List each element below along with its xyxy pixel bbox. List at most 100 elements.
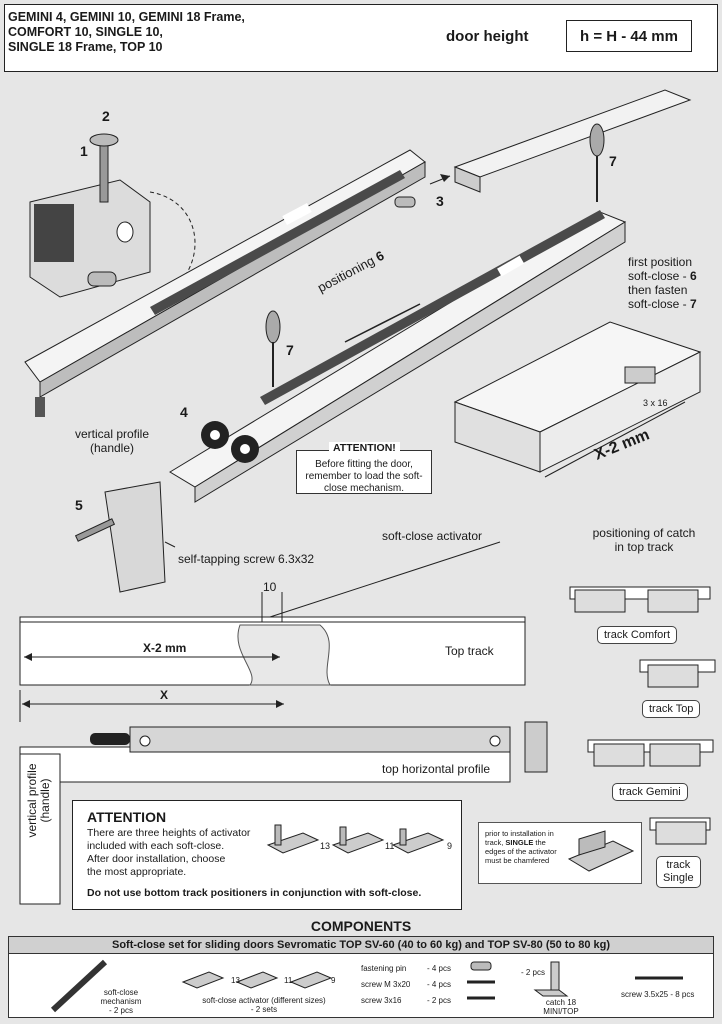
x-label: X [160, 688, 169, 702]
activator-13 [266, 824, 320, 854]
fasteners-icon [467, 961, 495, 1000]
bar-and: and [461, 939, 488, 951]
vertical-profile-text: vertical profile [74, 427, 150, 441]
screw-3x16-qty: - 2 pcs [427, 996, 452, 1005]
middle-rail-assembly [169, 210, 627, 503]
attention-box-title: ATTENTION [87, 809, 167, 825]
assembly-illustration [19, 89, 716, 905]
vertical-profile [74, 481, 166, 593]
step-7-top: 7 [609, 153, 617, 169]
activator-9 [391, 828, 445, 854]
pin-qty: - 4 pcs [427, 964, 452, 973]
vertical-profile-panel [19, 753, 61, 905]
step-5: 5 [75, 497, 83, 513]
first-position-line3: then fasten [628, 283, 688, 297]
comp-height-9: 9 [331, 976, 336, 985]
pin-label: fastening pin [361, 964, 407, 973]
components-bar: Soft-close set for sliding doors Sevroma… [8, 936, 714, 954]
activator-label-text: soft-close activator (different sizes) [202, 996, 326, 1005]
mechanism-line1: soft-close [103, 988, 139, 997]
track-single-line1: track [666, 859, 691, 871]
mechanism-label: soft-close mechanism - 2 pcs [81, 988, 161, 1015]
catch-positioning-label: positioning of catch in top track [574, 526, 714, 554]
step-1: 1 [80, 143, 88, 159]
screw-3x16-label: 3 x 16 [643, 398, 668, 408]
bar-model-80: TOP SV-80 (50 to 80 kg) [487, 939, 611, 951]
catch-diagrams [569, 586, 716, 845]
single-note-pre: prior to installation in track, [485, 829, 554, 847]
mechanism-line2: mechanism [100, 997, 142, 1006]
handle-text: (handle) [89, 441, 135, 455]
attn-height-9: 9 [447, 841, 453, 851]
vertical-profile-label: vertical profile (handle) [62, 427, 162, 455]
attention-box: ATTENTION There are three heights of act… [72, 800, 462, 910]
activator-set-icon [181, 971, 333, 989]
screwdriver-7a [589, 123, 605, 202]
door-height-formula: h = H - 44 mm [566, 20, 692, 52]
step-3: 3 [436, 193, 444, 209]
attention-note: ATTENTION! Before fitting the door, reme… [296, 442, 432, 494]
attention-note-title: ATTENTION! [329, 442, 400, 454]
top-horizontal-profile-label: top horizontal profile [382, 762, 491, 776]
single-note-post: the edges of the activator must be chamf… [485, 838, 557, 865]
top-rail [429, 89, 692, 193]
top-track-label: Top track [445, 644, 494, 658]
components-title: COMPONENTS [310, 918, 412, 934]
mechanism-line3: - 2 pcs [108, 1006, 133, 1015]
step-7-mid: 7 [286, 342, 294, 358]
mechanism-icon [50, 959, 108, 1013]
product-title: GEMINI 4, GEMINI 10, GEMINI 18 Frame, CO… [8, 10, 245, 54]
bar-pre: Soft-close set for sliding doors Sevroma… [111, 939, 340, 951]
first-position-line4: soft-close - 7 [628, 297, 697, 311]
components-body: soft-close mechanism - 2 pcs 13 11 9 sof… [8, 954, 714, 1018]
top-track-panel [19, 592, 526, 686]
first-position-line2-num: 6 [690, 269, 697, 283]
first-position-line4-text: soft-close - [628, 297, 691, 311]
attn-height-13: 13 [320, 841, 331, 851]
vertical-profile-rotated-label: vertical profile (handle) [25, 753, 52, 848]
activator-qty: - 2 sets [250, 1005, 278, 1014]
screw-3x16-comp-label: screw 3x16 [361, 996, 402, 1005]
track-comfort-label: track Comfort [597, 626, 678, 644]
comp-height-13: 13 [231, 976, 240, 985]
catch-icon [533, 961, 569, 997]
single-chamfer-note: prior to installation in track, SINGLE t… [478, 822, 642, 884]
attention-box-footer: Do not use bottom track positioners in c… [87, 887, 422, 899]
attention-box-text: There are three heights of activator inc… [87, 827, 251, 878]
catch-qty: - 2 pcs [521, 968, 546, 977]
screwdriver-7b [265, 310, 281, 387]
x-minus-2-label: X-2 mm [143, 641, 187, 655]
track-gemini-label: track Gemini [612, 783, 688, 801]
screw-m3-qty: - 4 pcs [427, 980, 452, 989]
comp-height-11: 11 [284, 976, 293, 985]
soft-close-activator-label: soft-close activator [382, 529, 483, 543]
door-edge-bracket [29, 133, 196, 303]
catch-positioning-line1: positioning of catch [592, 526, 696, 540]
first-position-line2-text: soft-close - [628, 269, 691, 283]
attn-height-11: 11 [385, 841, 395, 851]
activator-11 [331, 826, 385, 854]
activator-heights-illustration [266, 824, 445, 854]
bar-model-60: TOP SV-60 (40 to 60 kg) [339, 939, 462, 951]
step-2: 2 [102, 108, 110, 124]
track-top-label: track Top [642, 700, 701, 718]
handle-rot-text: (handle) [38, 778, 52, 823]
track-single-label: track Single [656, 856, 701, 888]
soft-close-mechanism-top [24, 149, 426, 417]
screw-35-icon [635, 976, 683, 980]
catch-line2: MINI/TOP [543, 1007, 579, 1016]
catch-label: catch 18 MINI/TOP [531, 998, 591, 1016]
chamfered-activator-icon [567, 830, 635, 872]
step-4: 4 [180, 404, 188, 420]
activator-label: soft-close activator (different sizes) -… [189, 996, 339, 1014]
first-position-line1: first position [628, 255, 693, 269]
single-note-bold: SINGLE [505, 838, 534, 847]
door-height-label: door height [446, 28, 529, 45]
screw-m3-label: screw M 3x20 [361, 980, 411, 989]
catch-line1: catch 18 [545, 998, 577, 1007]
first-position-note: first position soft-close - 6 then faste… [628, 255, 697, 311]
single-note-text: prior to installation in track, SINGLE t… [485, 829, 559, 865]
positioning-arrow [344, 303, 421, 343]
dimension-10: 10 [263, 580, 277, 594]
